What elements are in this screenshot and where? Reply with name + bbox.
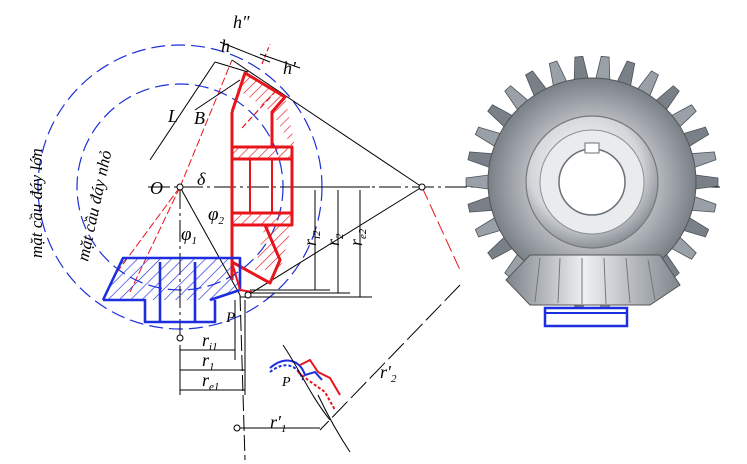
delta-label: δ bbox=[197, 169, 206, 189]
back-cone-line-top bbox=[231, 59, 423, 188]
pitch-point-label: P bbox=[225, 310, 235, 326]
phi2-label: φ2 bbox=[208, 204, 225, 227]
gear1-section bbox=[101, 256, 253, 324]
r1-label: r1 bbox=[202, 350, 215, 373]
gear1-axis-mark bbox=[176, 334, 184, 342]
labels: mặt cầu đáy lớn mặt cầu đáy nhỏ O L B h … bbox=[27, 12, 397, 435]
back-cone-apex-mark bbox=[418, 183, 426, 191]
pinion-hub-outline bbox=[543, 306, 629, 328]
dimension-lines bbox=[179, 41, 372, 429]
r2-label: r2 bbox=[323, 233, 346, 246]
keyway bbox=[584, 142, 600, 154]
r2-prime-label: r′2 bbox=[380, 362, 397, 385]
B-label: B bbox=[194, 108, 205, 128]
apex-mark bbox=[176, 183, 184, 191]
pitch-point-detail-label: P bbox=[281, 375, 291, 390]
h-label: h bbox=[221, 36, 230, 56]
pinion-3d bbox=[505, 254, 681, 306]
pitch-point-mark bbox=[244, 291, 252, 299]
tooth-detail bbox=[269, 344, 351, 453]
gear2-section bbox=[230, 43, 295, 285]
bore-hole bbox=[558, 148, 626, 216]
L-label: L bbox=[167, 106, 178, 126]
r-e1-label: re1 bbox=[202, 370, 219, 393]
back-cone-line-bottom bbox=[247, 186, 423, 296]
r-i1-label: ri1 bbox=[202, 330, 218, 353]
apex-label: O bbox=[150, 178, 163, 198]
L-dimension-line bbox=[149, 61, 216, 161]
gear-3d-render bbox=[465, 55, 719, 328]
center-marks bbox=[176, 183, 426, 432]
h-double-prime-label: h″ bbox=[233, 12, 250, 32]
r-e2-label: re2 bbox=[346, 228, 369, 246]
r1-prime-origin-mark bbox=[233, 424, 241, 432]
phi1-label: φ1 bbox=[181, 224, 197, 247]
r1-prime-label: r′1 bbox=[270, 412, 286, 435]
r-i2-label: ri2 bbox=[300, 230, 323, 246]
large-sphere-label: mặt cầu đáy lớn bbox=[27, 148, 46, 258]
h-prime-label: h′ bbox=[283, 58, 297, 78]
